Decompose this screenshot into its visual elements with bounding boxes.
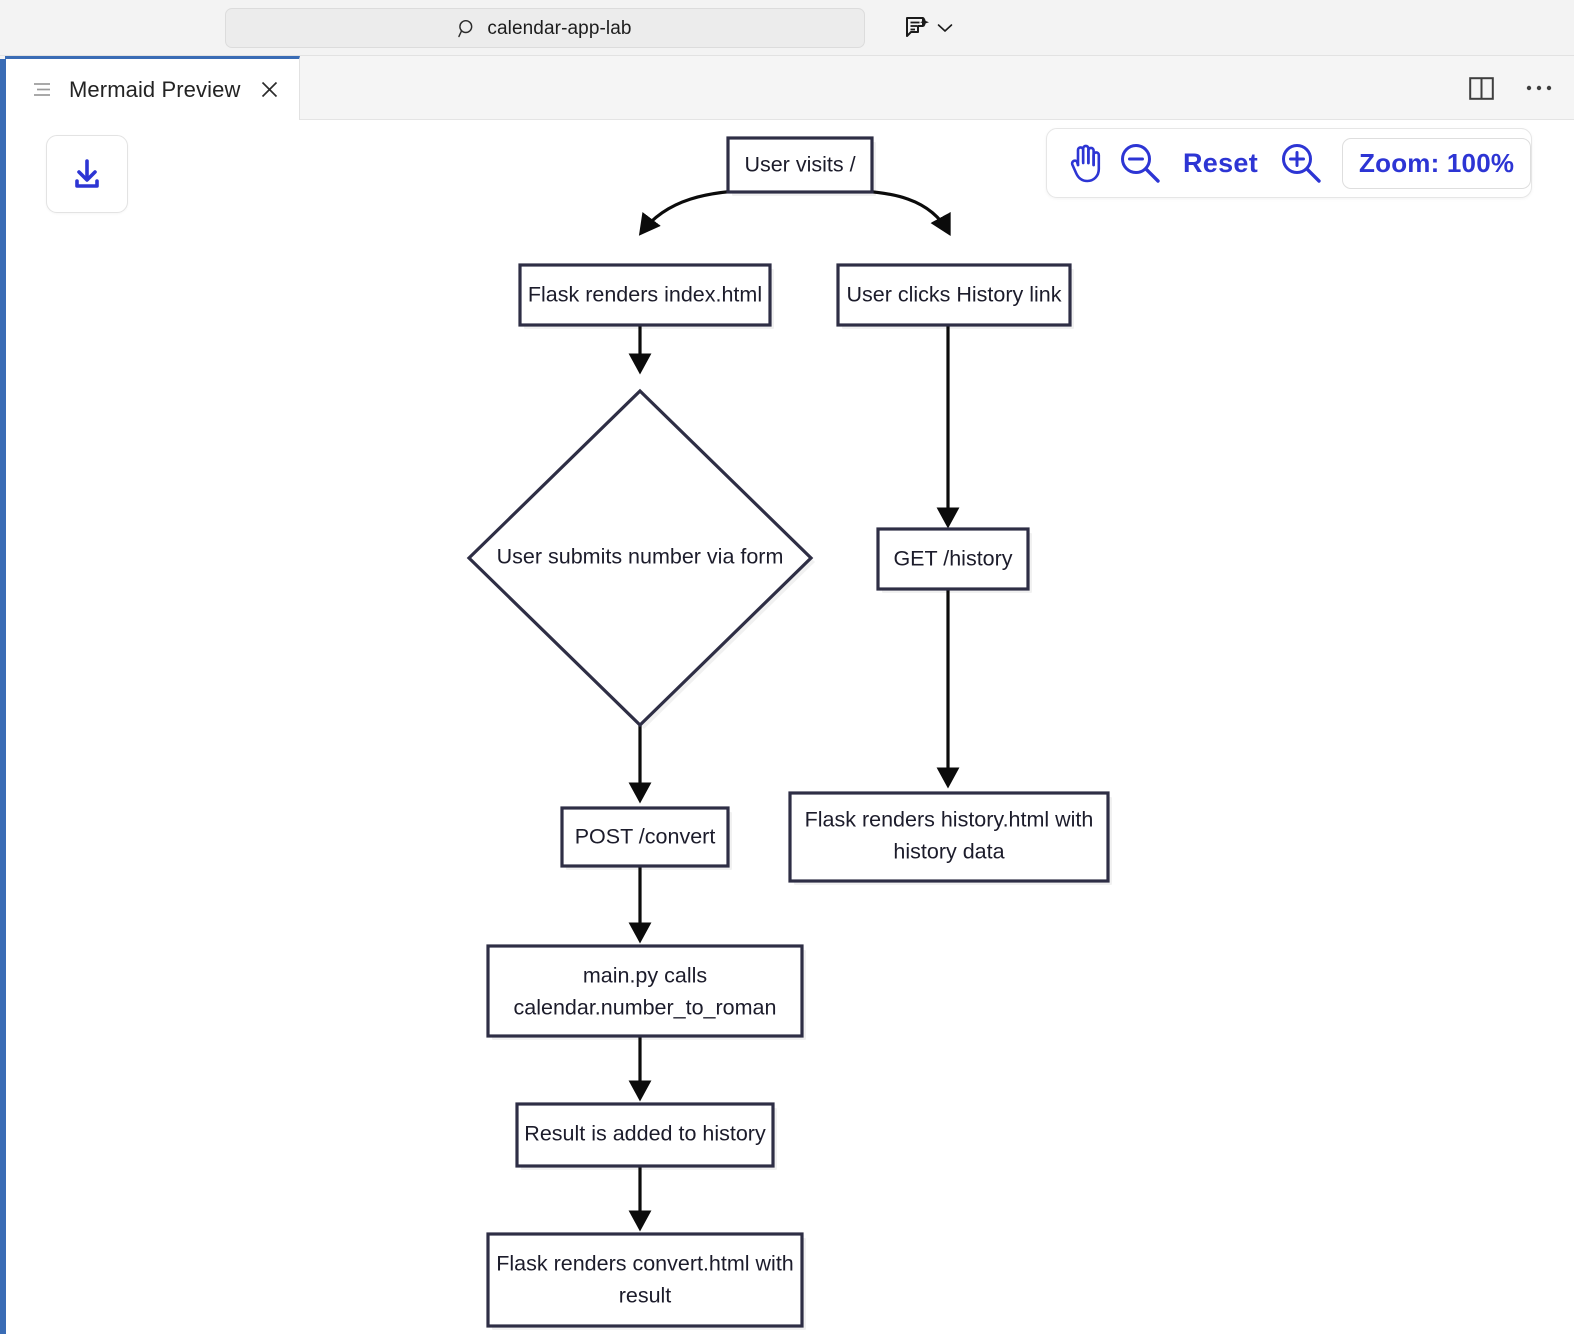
copilot-chat-button[interactable] (900, 10, 957, 46)
zoom-out-button[interactable] (1117, 138, 1163, 188)
copilot-chat-icon (906, 17, 929, 37)
download-button[interactable] (46, 135, 128, 213)
node-label-line1: main.py calls (583, 964, 707, 988)
node-label: User clicks History link (846, 283, 1061, 307)
split-editor-icon[interactable] (1469, 76, 1494, 100)
node-user-visits[interactable]: User visits / (726, 136, 874, 194)
search-value: calendar-app-lab (487, 17, 632, 39)
search-input[interactable]: calendar-app-lab (225, 8, 865, 48)
pan-button[interactable] (1065, 138, 1107, 188)
node-label-line1: Flask renders convert.html with (496, 1252, 794, 1276)
list-lines-icon (34, 83, 50, 96)
node-label-line2: result (619, 1284, 672, 1308)
sidebar-accent-rail (0, 59, 6, 1334)
edge-visits-to-history-link (833, 188, 951, 237)
node-label: POST /convert (575, 825, 716, 849)
flowchart: User visits / Flask renders index.html U… (466, 136, 1112, 1330)
node-label-line2: history data (893, 840, 1004, 864)
node-label-line2: calendar.number_to_roman (514, 996, 777, 1020)
node-label: Result is added to history (524, 1122, 766, 1146)
node-user-submits-number[interactable]: User submits number via form (466, 388, 814, 728)
tab-bar: Mermaid Preview (0, 56, 1574, 120)
edge-visits-to-index (638, 188, 767, 236)
node-post-convert[interactable]: POST /convert (560, 806, 730, 868)
tab-mermaid-preview[interactable]: Mermaid Preview (5, 56, 300, 120)
node-get-history[interactable]: GET /history (876, 527, 1030, 591)
node-label-line1: Flask renders history.html with (805, 808, 1094, 832)
ellipsis-icon[interactable] (1526, 84, 1552, 92)
node-flask-renders-index[interactable]: Flask renders index.html (518, 263, 772, 327)
node-result-added-history[interactable]: Result is added to history (515, 1102, 775, 1168)
mermaid-preview-canvas[interactable]: Reset Zoom: 100% (6, 120, 1574, 1334)
node-label: User visits / (744, 153, 855, 177)
tab-label: Mermaid Preview (69, 76, 241, 102)
node-flask-renders-history[interactable]: Flask renders history.html with history … (788, 791, 1110, 883)
node-label: GET /history (893, 547, 1012, 571)
edges (628, 188, 960, 1232)
zoom-toolbar: Reset Zoom: 100% (1046, 128, 1532, 198)
node-mainpy-calls[interactable]: main.py calls calendar.number_to_roman (486, 944, 804, 1038)
chevron-down-icon (937, 24, 953, 32)
node-label: Flask renders index.html (528, 283, 762, 307)
tab-bar-actions (1469, 56, 1552, 120)
node-user-clicks-history-link[interactable]: User clicks History link (836, 263, 1072, 327)
search-icon (458, 19, 473, 37)
pan-hand-icon (1070, 144, 1101, 183)
node-label: User submits number via form (497, 545, 784, 569)
zoom-in-button[interactable] (1278, 138, 1324, 188)
zoom-level-badge[interactable]: Zoom: 100% (1342, 137, 1532, 189)
close-icon[interactable] (260, 80, 279, 99)
reset-button[interactable]: Reset (1173, 148, 1268, 179)
zoom-in-icon (1282, 144, 1321, 183)
zoom-out-icon (1121, 144, 1160, 183)
download-icon (75, 159, 99, 188)
node-flask-renders-convert[interactable]: Flask renders convert.html with result (486, 1232, 804, 1328)
title-bar: calendar-app-lab (0, 0, 1574, 56)
